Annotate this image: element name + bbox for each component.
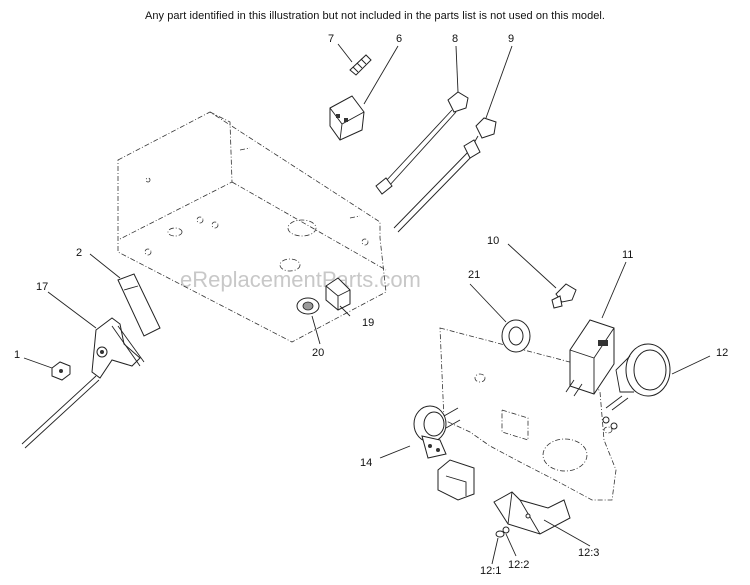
watermark: eReplacementParts.com (180, 267, 421, 292)
connector-part-6 (329, 95, 365, 141)
nut-part-1 (51, 361, 71, 381)
switch-bracket (437, 459, 475, 501)
notice-text: Any part identified in this illustration… (144, 10, 606, 22)
bushing-part-19 (325, 277, 351, 311)
callout-12: 12 (716, 347, 728, 359)
cable-part-8 (375, 91, 469, 195)
callout-14: 14 (360, 457, 372, 469)
washers-part-12-1-12-2 (495, 526, 510, 538)
plug-part-10 (551, 283, 577, 309)
control-panel (439, 327, 617, 501)
callouts: 7 6 8 9 2 17 1 19 20 21 10 11 12 14 12:1… (14, 33, 728, 577)
callout-2: 2 (76, 247, 82, 259)
callout-11: 11 (622, 249, 633, 261)
callout-19: 19 (362, 317, 374, 329)
cable-part-9 (393, 117, 497, 233)
callout-1: 1 (14, 349, 20, 361)
callout-6: 6 (396, 33, 402, 45)
bushing-part-20 (296, 297, 320, 315)
meter-box-part-11 (565, 319, 615, 397)
callout-10: 10 (487, 235, 499, 247)
callout-21: 21 (468, 269, 480, 281)
lever-part-17 (21, 317, 145, 449)
gauge-part-12 (602, 343, 671, 430)
callout-20: 20 (312, 347, 324, 359)
screw-part-7 (349, 54, 372, 76)
callout-9: 9 (508, 33, 514, 45)
callout-17: 17 (36, 281, 48, 293)
switch-part-14 (413, 405, 461, 459)
callout-8: 8 (452, 33, 458, 45)
washer-part-21 (501, 319, 531, 353)
plate-part-2 (117, 273, 161, 337)
callout-12-2: 12:2 (508, 559, 529, 571)
callout-12-1: 12:1 (480, 565, 501, 577)
callout-7: 7 (328, 33, 334, 45)
callout-12-3: 12:3 (578, 547, 599, 559)
dash-bracket (117, 111, 387, 343)
leader-lines (23, 43, 711, 565)
